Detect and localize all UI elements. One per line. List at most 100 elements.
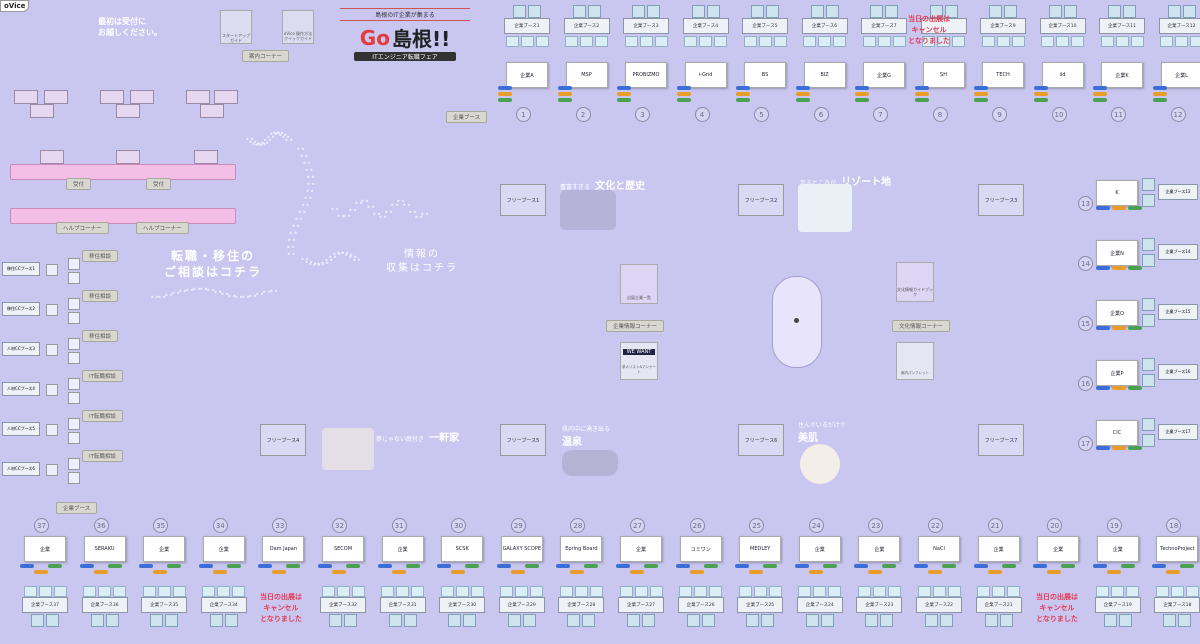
reception-stall[interactable] xyxy=(116,150,140,164)
booth-desk[interactable] xyxy=(920,18,967,34)
free-booth[interactable]: フリーブース4 xyxy=(260,424,306,456)
bottom-booth[interactable]: 企業ブース23 xyxy=(856,584,903,627)
bottom-booth[interactable]: 企業ブース21 xyxy=(975,584,1022,627)
company-logo-card[interactable]: NaCl xyxy=(918,536,960,562)
bottom-booth[interactable]: 企業ブース30 xyxy=(439,584,486,627)
company-logo-card[interactable]: 企業N xyxy=(1096,240,1138,266)
bottom-booth[interactable]: 企業ブース31 xyxy=(379,584,426,627)
booth-desk[interactable]: 企業ブース37 xyxy=(22,597,68,613)
booth-desk[interactable]: 企業ブース30 xyxy=(439,597,486,613)
bottom-booth[interactable]: 企業ブース32 xyxy=(320,584,366,627)
company-logo-card[interactable]: SCSK xyxy=(441,536,484,562)
reception-stall[interactable] xyxy=(200,104,224,118)
booth-desk[interactable]: 企業ブース22 xyxy=(916,597,962,613)
left-desk-chair[interactable] xyxy=(68,378,80,390)
company-logo-card[interactable]: 企業 xyxy=(381,536,424,562)
reception-stall[interactable] xyxy=(116,104,140,118)
booth-desk[interactable]: 企業ブース14 xyxy=(1158,244,1198,260)
company-logo-card[interactable]: 企業 xyxy=(798,536,841,562)
company-logo-card[interactable]: MSP xyxy=(565,62,608,88)
left-desk-chair[interactable] xyxy=(46,344,58,356)
bottom-booth[interactable]: 企業ブース37 xyxy=(22,584,68,627)
company-logo-card[interactable]: SH xyxy=(922,62,965,88)
left-desk-chair[interactable] xyxy=(68,472,80,484)
booth-desk[interactable]: 企業ブース21 xyxy=(975,597,1022,613)
reception-stall[interactable] xyxy=(130,90,154,104)
booth-desk[interactable]: 企業ブース9 xyxy=(980,18,1026,34)
left-desk[interactable]: 人材CCブース5 xyxy=(2,422,40,436)
free-booth[interactable]: フリーブース3 xyxy=(978,184,1024,216)
booth-desk[interactable]: 企業ブース24 xyxy=(796,597,843,613)
booth-desk[interactable]: 企業ブース19 xyxy=(1094,597,1141,613)
top-booth[interactable]: 企業ブース5 xyxy=(742,4,788,47)
reception-stall[interactable] xyxy=(30,104,54,118)
company-logo-card[interactable]: 企業 xyxy=(24,536,66,562)
company-logo-card[interactable]: 企業G xyxy=(863,62,905,88)
left-desk-chair[interactable] xyxy=(68,418,80,430)
booth-desk[interactable]: 企業ブース23 xyxy=(856,597,903,613)
top-booth[interactable]: 企業ブース10 xyxy=(1039,4,1086,47)
company-logo-card[interactable]: BS xyxy=(744,62,786,88)
company-logo-card[interactable]: 企業P xyxy=(1096,360,1138,386)
company-logo-card[interactable]: 企業 xyxy=(1096,536,1139,562)
company-logo-card[interactable]: コミワン xyxy=(679,536,722,562)
bottom-booth[interactable]: 企業ブース26 xyxy=(677,584,724,627)
free-booth[interactable]: フリーブース5 xyxy=(500,424,546,456)
culture-guide-card[interactable]: 文化情報ガイドブック xyxy=(896,262,934,302)
booth-desk[interactable]: 企業ブース15 xyxy=(1158,304,1198,320)
left-desk[interactable]: 移住CCブース2 xyxy=(2,302,40,316)
left-desk-chair[interactable] xyxy=(68,432,80,444)
left-desk[interactable]: 人材CCブース3 xyxy=(2,342,40,356)
center-stage-marker[interactable] xyxy=(794,318,799,323)
bottom-booth[interactable]: 企業ブース34 xyxy=(200,584,247,627)
free-booth[interactable]: フリーブース6 xyxy=(738,424,784,456)
booth-desk[interactable]: 企業ブース1 xyxy=(504,18,550,34)
reception-stall[interactable] xyxy=(14,90,38,104)
top-booth[interactable]: 企業ブース9 xyxy=(980,4,1026,47)
left-desk-chair[interactable] xyxy=(68,338,80,350)
bottom-booth[interactable]: 企業ブース28 xyxy=(558,584,605,627)
company-logo-card[interactable]: TECH xyxy=(982,62,1024,88)
company-logo-card[interactable]: Dam Japan xyxy=(262,536,305,562)
left-desk-chair[interactable] xyxy=(68,298,80,310)
booth-desk[interactable]: 企業ブース10 xyxy=(1039,18,1086,34)
reception-stall[interactable] xyxy=(214,90,238,104)
booth-desk[interactable]: 企業ブース17 xyxy=(1158,424,1198,440)
left-desk-chair[interactable] xyxy=(68,272,80,284)
left-desk-chair[interactable] xyxy=(46,464,58,476)
booth-desk[interactable]: 企業ブース13 xyxy=(1158,184,1198,200)
top-booth[interactable]: 企業ブース1 xyxy=(504,4,550,47)
booth-desk[interactable]: 企業ブース26 xyxy=(677,597,724,613)
booth-desk[interactable]: 企業ブース34 xyxy=(200,597,247,613)
booth-desk[interactable]: 企業ブース7 xyxy=(861,18,907,34)
booth-desk[interactable]: 企業ブース12 xyxy=(1158,18,1200,34)
company-logo-card[interactable]: 企業K xyxy=(1101,62,1143,88)
company-logo-card[interactable]: 企業 xyxy=(1037,536,1080,562)
bottom-booth[interactable]: 企業ブース19 xyxy=(1094,584,1141,627)
booth-desk[interactable]: 企業ブース35 xyxy=(141,597,188,613)
booth-desk[interactable]: 企業ブース25 xyxy=(737,597,784,613)
left-desk-chair[interactable] xyxy=(46,424,58,436)
booth-desk[interactable]: 企業ブース32 xyxy=(320,597,366,613)
left-desk-chair[interactable] xyxy=(68,312,80,324)
reception-stall[interactable] xyxy=(186,90,210,104)
company-logo-card[interactable]: MEDLEY xyxy=(739,536,782,562)
reception-stall[interactable] xyxy=(40,150,64,164)
booth-desk[interactable]: 企業ブース11 xyxy=(1099,18,1145,34)
company-logo-card[interactable]: i-Grid xyxy=(684,62,727,88)
left-desk-chair[interactable] xyxy=(68,458,80,470)
company-logo-card[interactable]: CIC xyxy=(1096,420,1138,446)
company-logo-card[interactable]: SERAKU xyxy=(83,536,126,562)
company-logo-card[interactable]: 企業 xyxy=(143,536,186,562)
company-logo-card[interactable]: BIZ xyxy=(803,62,846,88)
bottom-booth[interactable]: 企業ブース24 xyxy=(796,584,843,627)
bottom-booth[interactable]: 企業ブース18 xyxy=(1154,584,1200,627)
we-want-card[interactable]: WE WANT 求人リスト&アンケート xyxy=(620,342,658,380)
booth-desk[interactable]: 企業ブース6 xyxy=(801,18,848,34)
booth-desk[interactable]: 企業ブース3 xyxy=(623,18,669,34)
booth-desk[interactable]: 企業ブース5 xyxy=(742,18,788,34)
booth-desk[interactable]: 企業ブース29 xyxy=(498,597,545,613)
booth-desk[interactable]: 企業ブース27 xyxy=(618,597,664,613)
company-list-card[interactable]: 出展企業一覧 xyxy=(620,264,658,304)
bottom-booth[interactable]: 企業ブース36 xyxy=(81,584,128,627)
